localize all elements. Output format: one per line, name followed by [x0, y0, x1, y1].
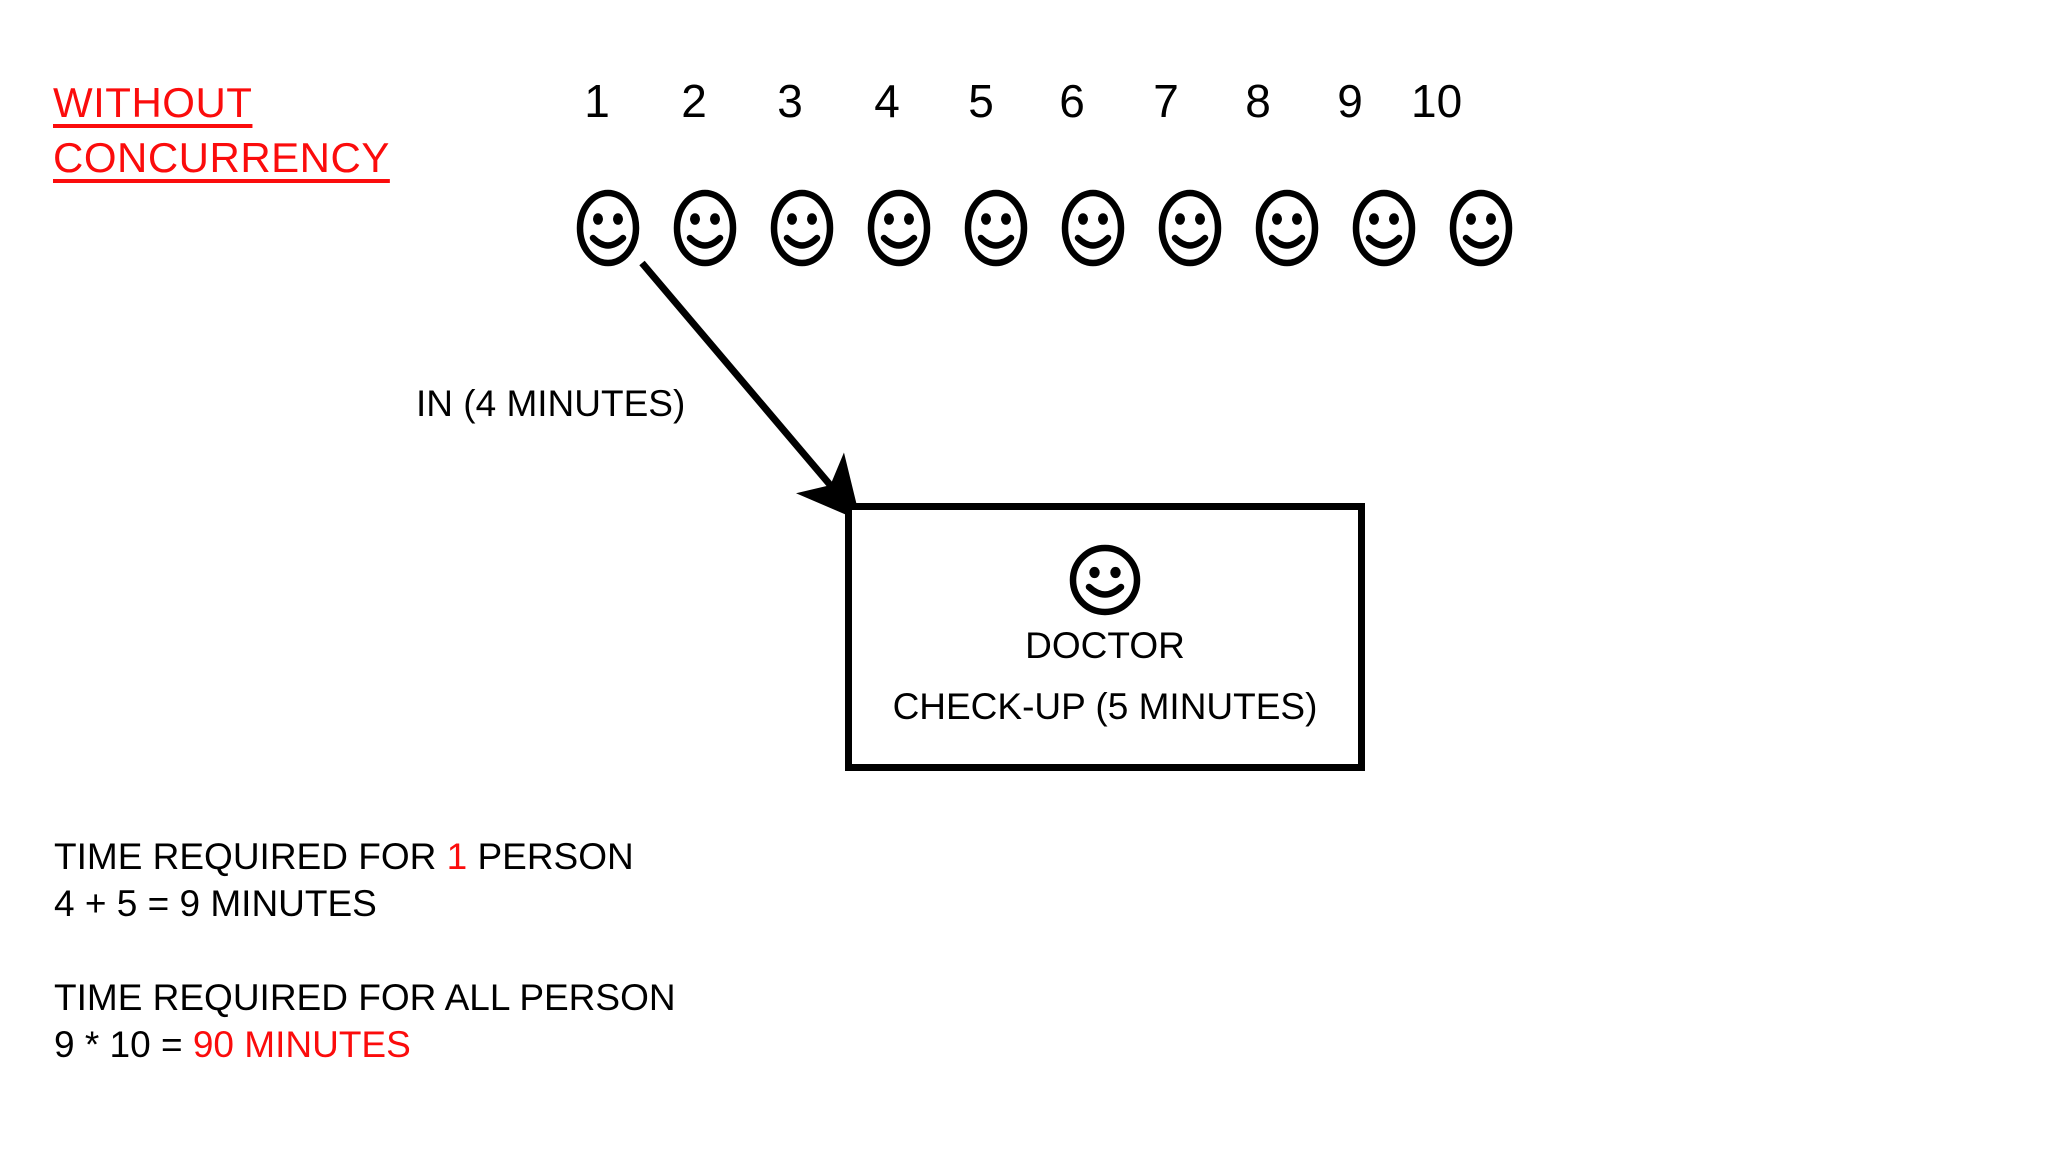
summary-block-all-persons: TIME REQUIRED FOR ALL PERSON 9 * 10 = 90…	[54, 974, 954, 1069]
smiley-face-icon	[1060, 188, 1126, 273]
smiley-face-icon	[769, 188, 835, 273]
summary-line-3: TIME REQUIRED FOR ALL PERSON	[54, 976, 676, 1018]
doctor-duration-label: CHECK-UP (5 MINUTES)	[892, 685, 1318, 727]
summary-text: TIME REQUIRED FOR 1 PERSON 4 + 5 = 9 MIN…	[54, 833, 954, 1114]
smiley-face-icon	[575, 188, 641, 273]
smiley-face-icon	[1254, 188, 1320, 273]
arrow-label-in: IN (4 MINUTES)	[416, 383, 686, 424]
summary-line-1: TIME REQUIRED FOR 1 PERSON	[54, 833, 954, 880]
queue-number-1: 1	[584, 75, 610, 127]
smiley-face-icon	[1068, 543, 1142, 622]
summary-l1-suffix: PERSON	[467, 836, 634, 877]
summary-l4-highlight: 90 MINUTES	[192, 1024, 411, 1066]
smiley-face-icon	[963, 188, 1029, 273]
queue-number-5: 5	[968, 75, 994, 127]
smiley-face-icon	[1351, 188, 1417, 273]
smiley-face-icon	[1157, 188, 1223, 273]
doctor-title: DOCTOR	[1025, 625, 1185, 666]
title-line-2: CONCURRENCY	[53, 133, 390, 181]
queue-number-3: 3	[777, 75, 803, 127]
summary-l1-prefix: TIME REQUIRED FOR	[54, 836, 447, 877]
queue-number-7: 7	[1153, 75, 1179, 127]
summary-l4-prefix: 9 * 10 =	[54, 1024, 193, 1066]
queue-number-8: 8	[1245, 75, 1271, 127]
summary-l1-highlight: 1	[446, 836, 468, 877]
queue-number-9: 9	[1337, 75, 1363, 127]
queue-number-10: 10	[1411, 75, 1463, 127]
summary-line-4: 9 * 10 = 90 MINUTES	[54, 1021, 954, 1068]
queue-number-4: 4	[874, 75, 900, 127]
smiley-face-icon	[866, 188, 932, 273]
page-title: WITHOUT CONCURRENCY	[53, 76, 513, 185]
queue-number-6: 6	[1059, 75, 1085, 127]
smiley-face-icon	[1448, 188, 1514, 273]
summary-line-2: 4 + 5 = 9 MINUTES	[54, 883, 377, 925]
summary-block-one-person: TIME REQUIRED FOR 1 PERSON 4 + 5 = 9 MIN…	[54, 833, 954, 928]
queue-number-2: 2	[681, 75, 707, 127]
doctor-station-box: DOCTOR CHECK-UP (5 MINUTES)	[845, 503, 1365, 771]
title-line-1: WITHOUT	[53, 79, 253, 126]
smiley-face-icon	[672, 188, 738, 273]
